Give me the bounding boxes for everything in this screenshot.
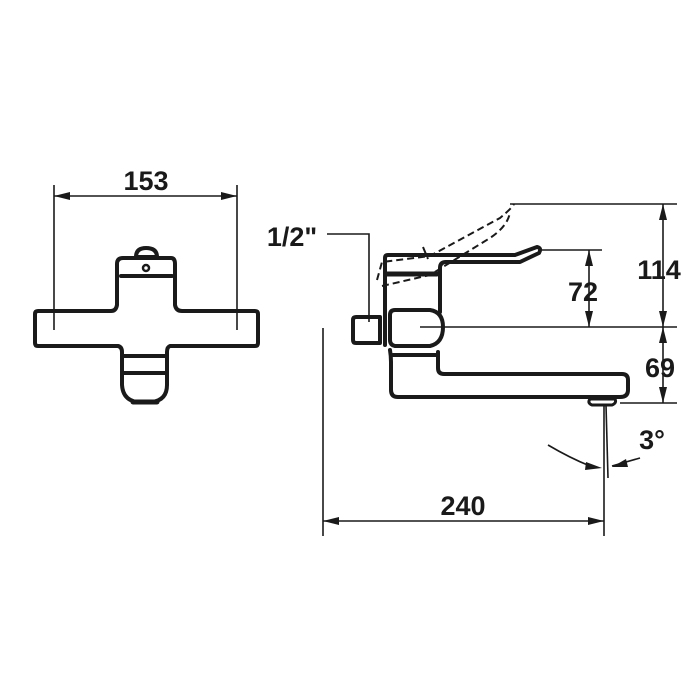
raised-lever-height-label: 114 — [637, 255, 681, 285]
projection-label: 240 — [440, 491, 485, 521]
lever-height-label: 72 — [568, 277, 598, 307]
spout-drop-label: 69 — [645, 353, 675, 383]
thread-size-label: 1/2" — [267, 222, 317, 252]
front-view — [33, 185, 260, 405]
side-view — [322, 203, 677, 536]
spout-angle-label: 3° — [639, 425, 665, 455]
width-dimension-label: 153 — [123, 166, 168, 196]
